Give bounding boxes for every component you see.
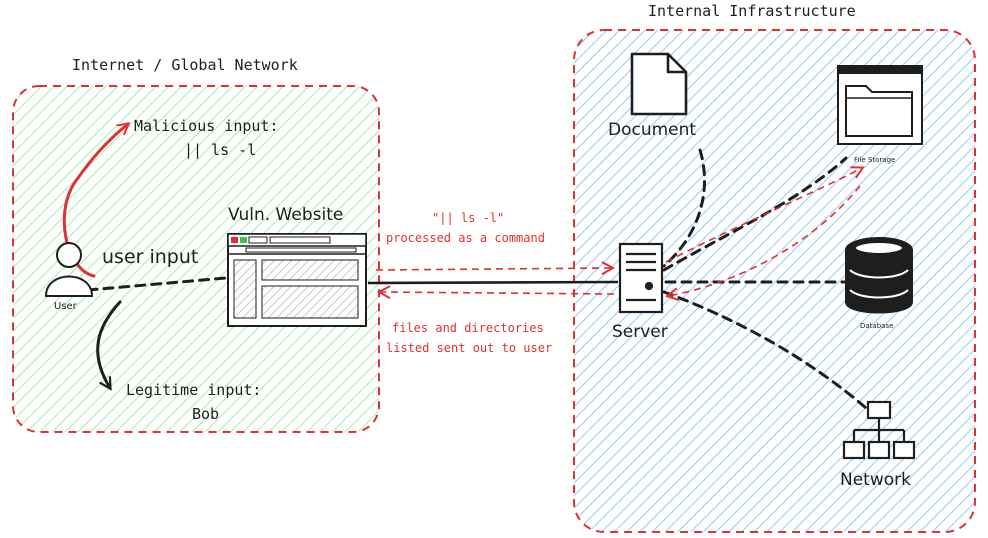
legitimate-input-label-line1: Legitime input: <box>126 381 262 399</box>
document-label: Document <box>608 120 697 140</box>
malicious-input-label-line2: || ls -l <box>184 141 257 159</box>
internal-zone-title: Internal Infrastructure <box>648 2 856 20</box>
legitimate-input-label-line2: Bob <box>192 405 220 423</box>
file-storage-response-arrow <box>668 185 861 296</box>
legitimate-input-arrow <box>96 300 122 388</box>
database-icon <box>845 237 913 314</box>
user-icon <box>44 242 94 297</box>
network-link <box>662 290 868 410</box>
database-label: Database <box>860 322 894 330</box>
file-storage-label: File Storage <box>854 156 896 164</box>
response-note-line1: files and directories <box>392 321 544 335</box>
user-label: User <box>54 301 77 312</box>
server-tower-icon <box>618 242 664 314</box>
website-server-link <box>367 280 619 285</box>
response-arrow <box>380 292 615 294</box>
network-tree-icon <box>842 400 916 460</box>
browser-window-icon <box>227 233 367 327</box>
malicious-input-label-line1: Malicious input: <box>134 117 279 135</box>
website-label: Vuln. Website <box>228 205 344 225</box>
user-input-link <box>86 276 228 292</box>
command-request-arrow <box>375 268 612 270</box>
internet-zone <box>12 85 380 433</box>
document-icon <box>630 52 688 116</box>
response-note-line2: listed sent out to user <box>386 341 553 355</box>
server-label: Server <box>612 322 668 342</box>
command-note-line2: processed as a command <box>386 231 545 245</box>
internet-zone-title: Internet / Global Network <box>72 56 298 74</box>
document-link <box>662 148 706 268</box>
file-storage-request-arrow <box>665 168 862 263</box>
user-input-label: user input <box>102 246 199 268</box>
command-note-line1: "|| ls -l" <box>432 211 505 225</box>
file-storage-link <box>662 156 848 272</box>
network-label: Network <box>840 470 911 490</box>
folder-window-icon <box>837 65 923 145</box>
